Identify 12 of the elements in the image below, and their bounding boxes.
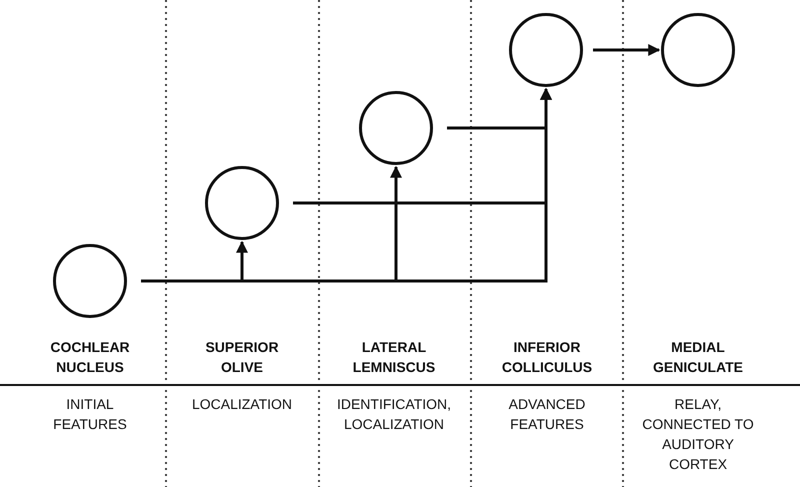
stage-heading: MEDIAL GENICULATE xyxy=(652,338,744,377)
stage-function: RELAY, CONNECTED TO AUDITORY CORTEX xyxy=(641,395,755,474)
stage-function: IDENTIFICATION, LOCALIZATION xyxy=(336,395,452,434)
arrow xyxy=(593,44,660,56)
stage-heading: LATERAL LEMNISCUS xyxy=(352,338,436,377)
stage-function: LOCALIZATION xyxy=(190,395,294,414)
stage-heading: SUPERIOR OLIVE xyxy=(204,338,280,377)
stage-function: INITIAL FEATURES xyxy=(52,395,128,434)
stage-heading: INFERIOR COLLICULUS xyxy=(500,338,594,377)
stage-function: ADVANCED FEATURES xyxy=(508,395,586,434)
arrow xyxy=(447,88,552,130)
stage-heading: COCHLEAR NUCLEUS xyxy=(49,338,131,377)
